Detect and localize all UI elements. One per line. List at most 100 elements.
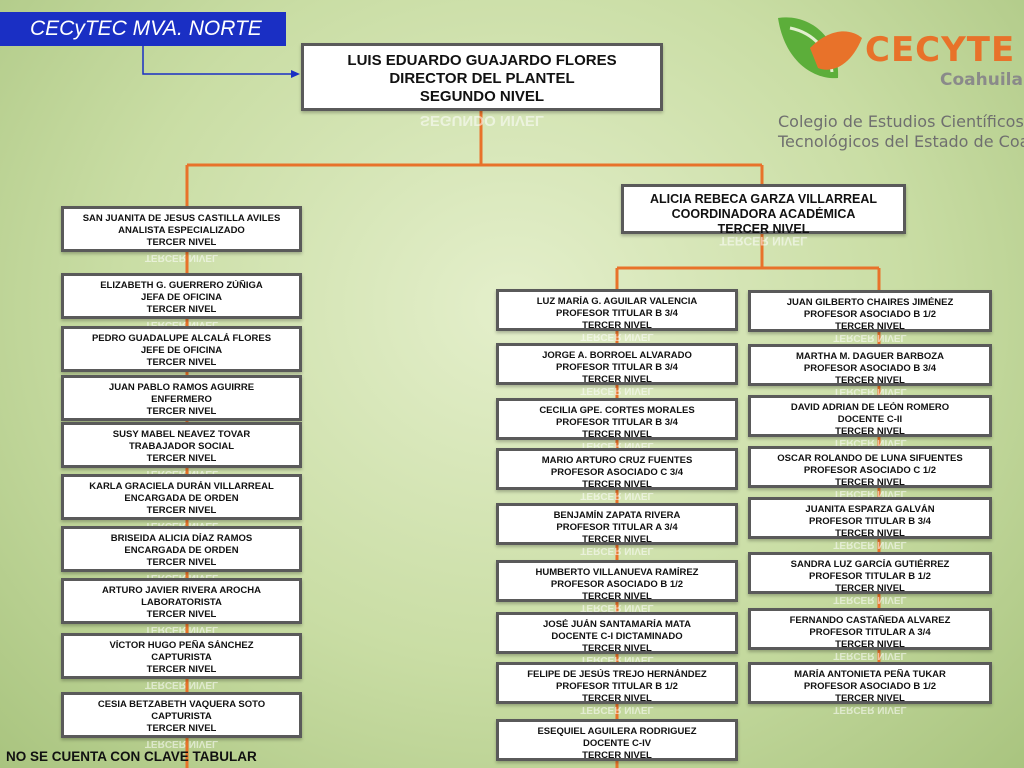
- staff-level-reflection: TERCER NIVEL: [833, 594, 907, 605]
- staff-level-reflection: TERCER NIVEL: [833, 539, 907, 550]
- staff-name: JUAN PABLO RAMOS AGUIRRE: [108, 382, 255, 393]
- cecyte-logo: CECYTE Coahuila Colegio de Estudios Cien…: [770, 8, 1024, 158]
- staff-level: TERCER NIVEL: [582, 374, 652, 385]
- staff-level: TERCER NIVEL: [146, 406, 217, 417]
- logo-line-1: Colegio de Estudios Científicos y: [778, 112, 1024, 131]
- staff-level: TERCER NIVEL: [146, 505, 217, 516]
- staff-title: ANALISTA ESPECIALIZADO: [118, 225, 245, 236]
- staff-level: TERCER NIVEL: [582, 429, 652, 440]
- staff-name: MARTHA M. DAGUER BARBOZA: [796, 351, 944, 362]
- staff-level: TERCER NIVEL: [582, 750, 652, 761]
- staff-title: DOCENTE C-IV: [582, 738, 652, 749]
- director-level: SEGUNDO NIVEL: [419, 88, 545, 105]
- staff-name: ESEQUIEL AGUILERA RODRIGUEZ: [537, 726, 697, 737]
- staff-title: CAPTURISTA: [151, 652, 212, 663]
- staff-level: TERCER NIVEL: [835, 321, 905, 332]
- staff-name: SANDRA LUZ GARCÍA GUTIÉRREZ: [790, 559, 950, 570]
- staff-name: MARÍA ANTONIETA PEÑA TUKAR: [794, 669, 946, 680]
- staff-level: TERCER NIVEL: [146, 723, 217, 734]
- coordinator-level-reflection: TERCER NIVEL: [719, 234, 808, 248]
- staff-name: BRISEIDA ALICIA DÍAZ RAMOS: [110, 533, 253, 544]
- staff-title: CAPTURISTA: [151, 711, 212, 722]
- staff-title: DOCENTE C-I DICTAMINADO: [551, 631, 683, 642]
- coordinator-level: TERCER NIVEL: [717, 222, 810, 236]
- logo-line-2: Tecnológicos del Estado de Coahuila: [778, 132, 1024, 151]
- staff-name: OSCAR ROLANDO DE LUNA SIFUENTES: [777, 453, 963, 464]
- staff-level: TERCER NIVEL: [146, 304, 217, 315]
- staff-level-reflection: TERCER NIVEL: [580, 385, 654, 396]
- logo-leaf-icon: [778, 17, 862, 79]
- staff-title: PROFESOR TITULAR A 3/4: [809, 627, 931, 638]
- staff-level: TERCER NIVEL: [146, 453, 217, 464]
- staff-name: ARTURO JAVIER RIVERA AROCHA: [101, 585, 262, 596]
- staff-title: TRABAJADOR SOCIAL: [128, 441, 235, 452]
- staff-name: MARIO ARTURO CRUZ FUENTES: [541, 455, 693, 466]
- staff-level: TERCER NIVEL: [582, 320, 652, 331]
- staff-level: TERCER NIVEL: [146, 664, 217, 675]
- staff-name: BENJAMÍN ZAPATA RIVERA: [553, 510, 681, 521]
- staff-name: JORGE A. BORROEL ALVARADO: [542, 350, 692, 361]
- staff-name: SAN JUANITA DE JESUS CASTILLA AVILES: [82, 213, 281, 224]
- staff-title: JEFE DE OFICINA: [140, 345, 223, 356]
- staff-name: CECILIA GPE. CORTES MORALES: [539, 405, 695, 416]
- staff-title: PROFESOR TITULAR B 3/4: [809, 516, 931, 527]
- staff-level-reflection: TERCER NIVEL: [833, 704, 907, 715]
- director-title: DIRECTOR DEL PLANTEL: [389, 70, 575, 87]
- staff-level-reflection: TERCER NIVEL: [144, 679, 219, 690]
- staff-name: DAVID ADRIAN DE LEÓN ROMERO: [790, 402, 950, 413]
- staff-level: TERCER NIVEL: [146, 357, 217, 368]
- staff-title: PROFESOR TITULAR B 1/2: [809, 571, 931, 582]
- staff-level-reflection: TERCER NIVEL: [144, 252, 219, 263]
- staff-level-reflection: TERCER NIVEL: [580, 490, 654, 501]
- coordinator-name: ALICIA REBECA GARZA VILLARREAL: [649, 192, 878, 206]
- staff-level: TERCER NIVEL: [835, 375, 905, 386]
- staff-level: TERCER NIVEL: [146, 609, 217, 620]
- staff-level: TERCER NIVEL: [835, 477, 905, 488]
- director-box: LUIS EDUARDO GUAJARDO FLORES DIRECTOR DE…: [301, 43, 663, 111]
- staff-name: CESIA BETZABETH VAQUERA SOTO: [97, 699, 266, 710]
- staff-name: JOSÉ JUÁN SANTAMARÍA MATA: [543, 619, 691, 630]
- staff-level: TERCER NIVEL: [582, 693, 652, 704]
- staff-title: PROFESOR TITULAR B 3/4: [556, 417, 678, 428]
- staff-level-reflection: TERCER NIVEL: [580, 331, 654, 342]
- coordinator-box: ALICIA REBECA GARZA VILLARREAL COORDINAD…: [621, 184, 906, 236]
- staff-level: TERCER NIVEL: [582, 534, 652, 545]
- staff-title: PROFESOR ASOCIADO B 1/2: [550, 579, 684, 590]
- staff-title: ENFERMERO: [151, 394, 212, 405]
- staff-level: TERCER NIVEL: [582, 591, 652, 602]
- staff-name: SUSY MABEL NEAVEZ TOVAR: [112, 429, 251, 440]
- staff-name: FELIPE DE JESÚS TREJO HERNÁNDEZ: [527, 669, 707, 680]
- staff-level: TERCER NIVEL: [835, 528, 905, 539]
- staff-level: TERCER NIVEL: [835, 583, 905, 594]
- staff-title: LABORATORISTA: [141, 597, 222, 608]
- staff-title: DOCENTE C-II: [837, 414, 903, 425]
- staff-name: FERNANDO CASTAÑEDA ALVAREZ: [789, 615, 951, 626]
- staff-title: PROFESOR ASOCIADO C 3/4: [550, 467, 684, 478]
- staff-title: ENCARGADA DE ORDEN: [124, 545, 239, 556]
- staff-level-reflection: TERCER NIVEL: [833, 650, 907, 661]
- staff-name: ELIZABETH G. GUERRERO ZÚÑIGA: [100, 280, 263, 291]
- staff-title: PROFESOR ASOCIADO B 1/2: [803, 681, 937, 692]
- staff-level: TERCER NIVEL: [146, 557, 217, 568]
- coordinator-title: COORDINADORA ACADÉMICA: [671, 207, 856, 221]
- staff-level-reflection: TERCER NIVEL: [833, 332, 907, 343]
- director-level-reflection: SEGUNDO NIVEL: [419, 112, 545, 129]
